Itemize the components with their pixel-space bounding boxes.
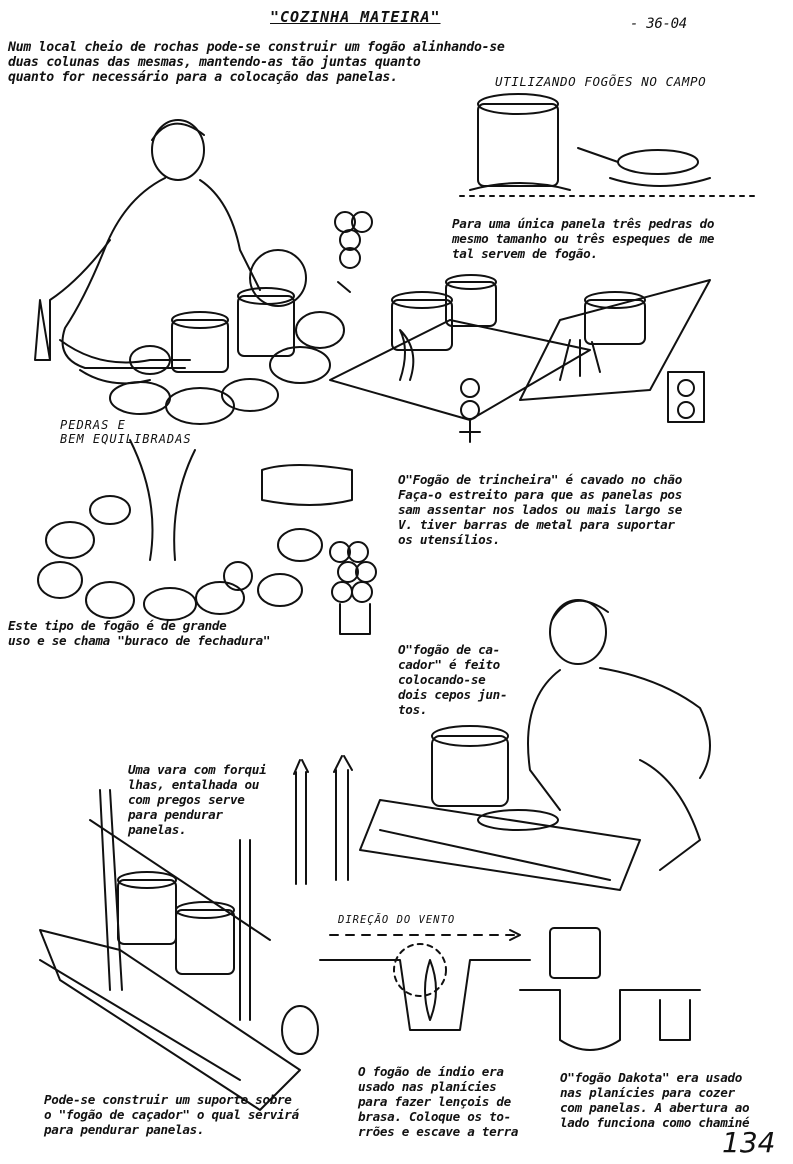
label-wind-direction: DIREÇÃO DO VENTO — [338, 914, 456, 926]
hanging-pots-illustration — [40, 790, 318, 1110]
caption-dakota-stove: O"fogão Dakota" era usado nas planícies … — [560, 1070, 750, 1131]
intro-paragraph: Num local cheio de rochas pode-se constr… — [8, 40, 505, 86]
dakota-stove-illustration — [520, 928, 700, 1050]
caption-hunter-stove: O"fogão de ca- cador" é feito colocando-… — [398, 642, 508, 718]
trench-stove-illustration — [330, 275, 710, 442]
forked-sticks-illustration — [294, 756, 352, 884]
indian-stove-illustration — [320, 930, 530, 1030]
pot-on-stones-illustration — [460, 94, 760, 196]
keyhole-stove-illustration — [38, 440, 376, 634]
caption-keyhole-stove: Este tipo de fogão é de grande uso e se … — [8, 618, 271, 649]
page-code: - 36-04 — [630, 16, 687, 32]
caption-forked-stick: Uma vara com forqui lhas, entalhada ou c… — [128, 762, 267, 838]
page-number: 134 — [722, 1126, 776, 1159]
caption-support-note: Pode-se construir um suporte sobre o "fo… — [44, 1092, 299, 1138]
section-heading: UTILIZANDO FOGÕES NO CAMPO — [495, 74, 707, 89]
caption-single-pot: Para uma única panela três pedras do mes… — [452, 216, 715, 262]
caption-indian-stove: O fogão de índio era usado nas planícies… — [358, 1064, 519, 1140]
page-title: "COZINHA MATEIRA" — [270, 8, 441, 26]
caption-trench-stove: O"Fogão de trincheira" é cavado no chão … — [398, 472, 683, 548]
label-stones: PEDRAS E BEM EQUILIBRADAS — [60, 418, 192, 447]
man-cooking-illustration — [35, 120, 372, 424]
hunter-stove-illustration — [360, 600, 710, 890]
